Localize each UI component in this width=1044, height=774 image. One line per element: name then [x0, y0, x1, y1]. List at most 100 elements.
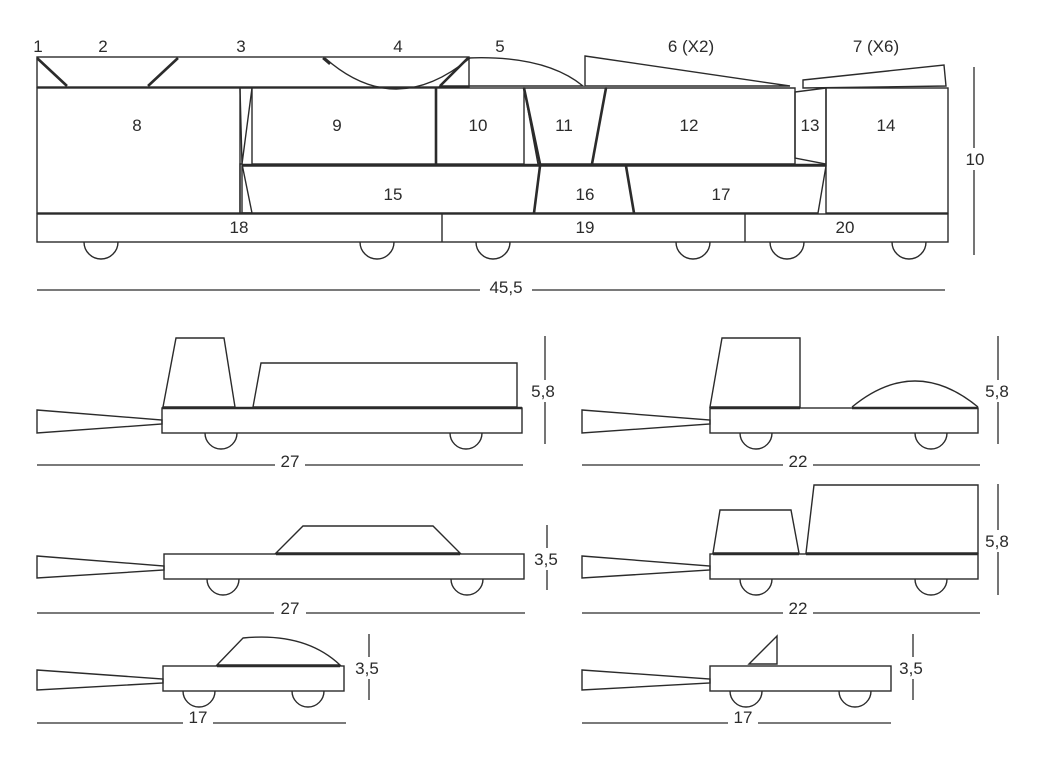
- seam-11-12: [590, 87, 608, 165]
- part-label: 4: [393, 37, 402, 56]
- wheel: [729, 690, 763, 708]
- piece-3-4-joint: [322, 57, 331, 65]
- height-label: 3,5: [355, 659, 379, 678]
- wedge-left-upper: [239, 87, 253, 165]
- piece-7-wedge: [802, 64, 947, 89]
- vehicle-car-trapezoid: 27 3,5: [36, 525, 564, 619]
- wheel: [838, 690, 872, 708]
- part-label: 3: [236, 37, 245, 56]
- length-label: 17: [189, 708, 208, 727]
- vehicle-truck-blocks: 27 5,8: [36, 336, 559, 471]
- length-label: 22: [789, 599, 808, 618]
- vehicle-truck-dome: 22 5,8: [581, 336, 1014, 471]
- part-label: 20: [836, 218, 855, 237]
- vehicle-fin: [747, 634, 778, 665]
- vehicle-cargo-block: [252, 362, 518, 408]
- wheel: [359, 241, 395, 260]
- seam-16-17: [624, 165, 636, 214]
- wheel: [291, 690, 325, 708]
- vehicle-nose-cone: [36, 669, 164, 691]
- wheel: [475, 241, 511, 260]
- piece-6-wedge: [584, 55, 791, 87]
- height-label: 5,8: [985, 532, 1009, 551]
- vehicle-nose-cone: [581, 669, 711, 691]
- piece-2-edge: [147, 57, 179, 87]
- vehicle-cabin: [274, 525, 462, 554]
- wheel: [769, 241, 805, 260]
- part-label: 6 (X2): [668, 37, 714, 56]
- wheel: [739, 432, 773, 450]
- height-label: 5,8: [985, 382, 1009, 401]
- vehicle-dome: [851, 380, 979, 408]
- parts-plan: 1 2 3 4 5 6 (X2) 7 (X6) 8 9 10 11 12 13 …: [33, 37, 988, 298]
- wheel: [914, 578, 948, 596]
- vehicle-car-dome: 17 3,5: [36, 634, 385, 728]
- wheel: [914, 432, 948, 450]
- vehicle-dome: [215, 636, 342, 666]
- wheel: [449, 432, 483, 450]
- part-label: 17: [712, 185, 731, 204]
- wheel: [182, 690, 216, 708]
- wheel: [739, 578, 773, 596]
- vehicle-chassis: [709, 665, 892, 692]
- part-label: 19: [576, 218, 595, 237]
- wheel: [83, 241, 119, 260]
- part-label: 2: [98, 37, 107, 56]
- part-label: 12: [680, 116, 699, 135]
- part-label: 9: [332, 116, 341, 135]
- vehicle-cab-block: [162, 337, 236, 408]
- chassis-pieces: [36, 213, 949, 260]
- piece-8: [36, 87, 241, 214]
- vehicle-chassis: [709, 407, 979, 434]
- vehicle-chassis: [162, 665, 345, 692]
- part-label: 11: [555, 116, 573, 135]
- part-label: 7 (X6): [853, 37, 899, 56]
- wheel: [450, 578, 484, 596]
- wheel: [891, 241, 927, 260]
- overall-length-label: 45,5: [489, 278, 522, 297]
- length-label: 22: [789, 452, 808, 471]
- part-label: 16: [576, 185, 595, 204]
- piece-strip-outline: [36, 56, 470, 88]
- piece-1-edge: [36, 57, 68, 87]
- part-labels: 1 2 3 4 5 6 (X2) 7 (X6) 8 9 10 11 12 13 …: [33, 37, 899, 237]
- piece-9: [251, 87, 437, 165]
- part-label: 5: [495, 37, 504, 56]
- wheel: [675, 241, 711, 260]
- length-label: 27: [281, 599, 300, 618]
- wheel: [206, 578, 240, 596]
- length-label: 17: [734, 708, 753, 727]
- vehicle-chassis: [709, 553, 979, 580]
- vehicle-car-triangle: 17 3,5: [581, 634, 929, 728]
- vehicle-nose-cone: [36, 555, 165, 579]
- piece-4-arc: [324, 57, 471, 90]
- part-label: 10: [469, 116, 488, 135]
- vehicle-chassis: [161, 407, 523, 434]
- part-label: 15: [384, 185, 403, 204]
- vehicle-truck-box: 22 5,8: [581, 484, 1014, 619]
- part-label: 1: [33, 37, 42, 56]
- vehicle-nose-cone: [36, 409, 163, 434]
- part-label: 8: [132, 116, 141, 135]
- chassis-outline: [36, 213, 949, 243]
- part-label: 14: [877, 116, 896, 135]
- height-label: 3,5: [534, 550, 558, 569]
- piece-14: [825, 87, 949, 214]
- wheel: [204, 432, 238, 450]
- seam-10-11: [522, 87, 542, 165]
- vehicle-cargo-box: [805, 484, 979, 554]
- vehicle-cab-block: [709, 337, 801, 408]
- piece-5-dome: [438, 57, 585, 87]
- height-label: 3,5: [899, 659, 923, 678]
- length-label: 27: [281, 452, 300, 471]
- vehicle-chassis: [163, 553, 525, 580]
- lower-row-pieces: [241, 165, 827, 214]
- vehicle-nose-cone: [581, 555, 711, 579]
- vehicle-cab-block: [712, 509, 800, 554]
- seam-15-16: [532, 165, 542, 214]
- part-label: 18: [230, 218, 249, 237]
- part-label: 13: [801, 116, 820, 135]
- middle-row-pieces: [36, 87, 949, 214]
